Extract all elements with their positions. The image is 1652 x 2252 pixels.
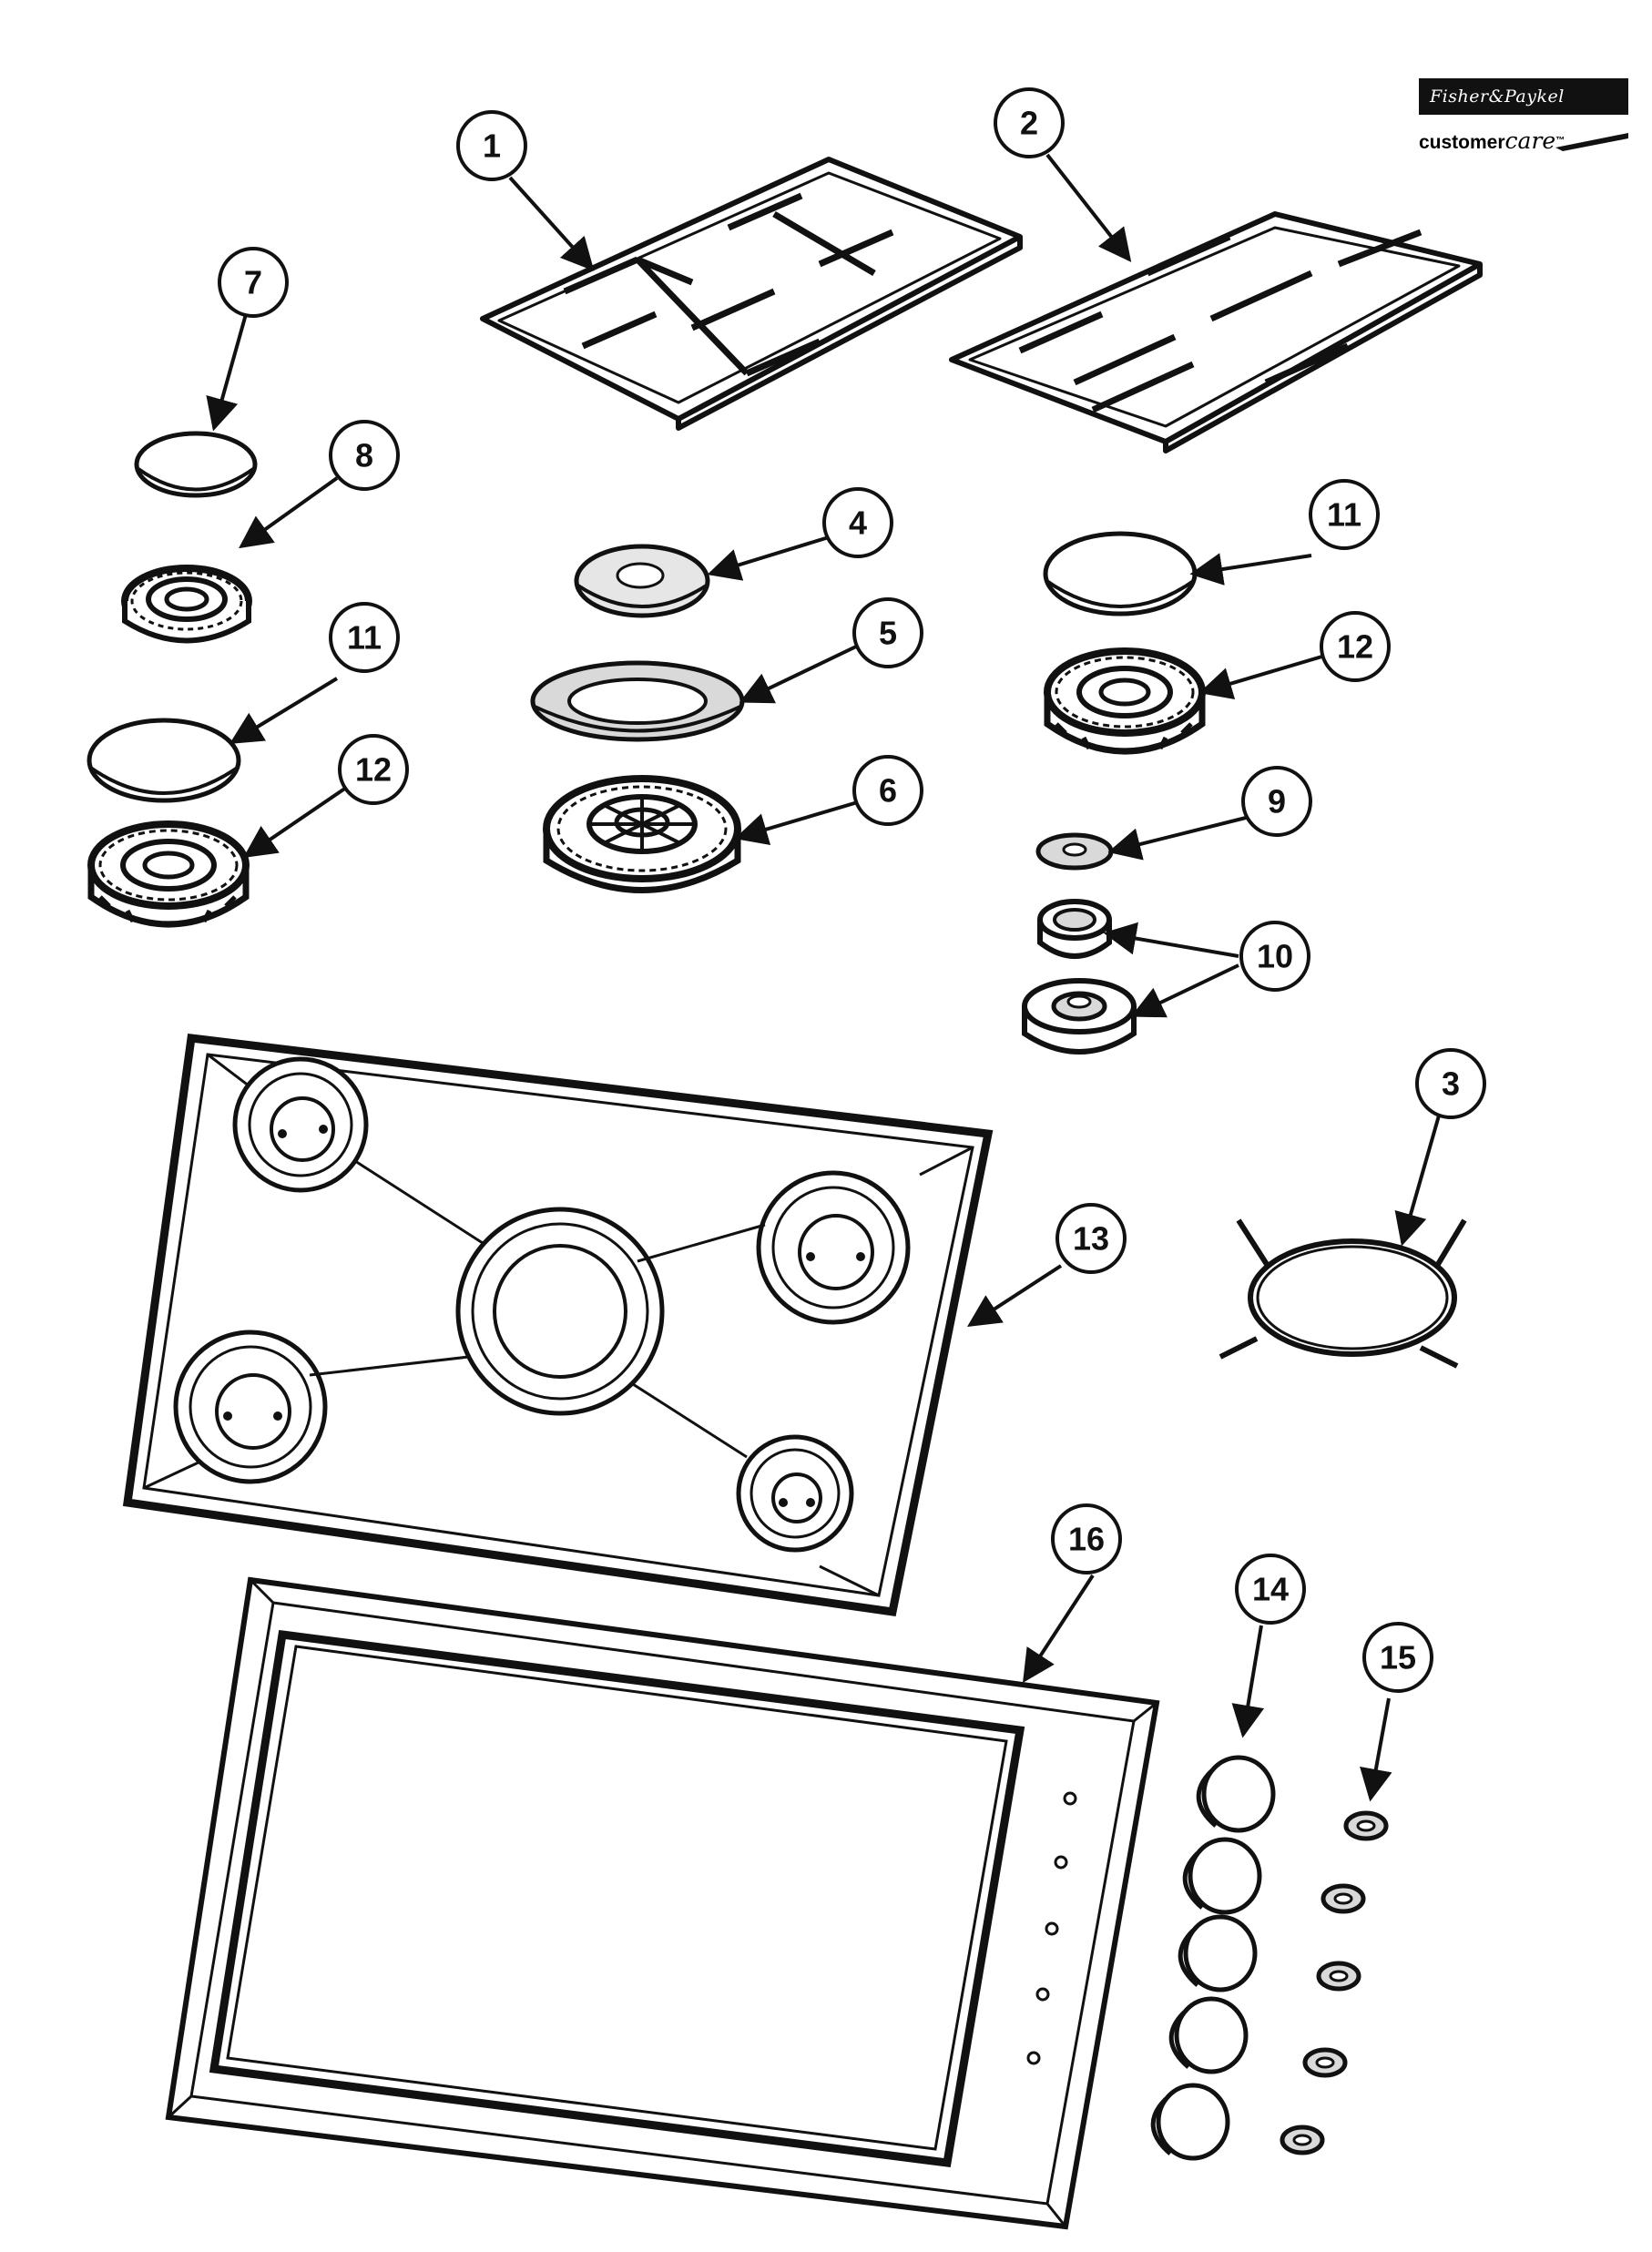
service-word: customer <box>1419 132 1505 153</box>
callout-11-right: 11 <box>1327 496 1361 534</box>
pan-support-right <box>949 211 1483 453</box>
small-burner-head <box>1037 899 1112 959</box>
burner-base-small <box>121 565 252 644</box>
callout-12-left: 12 <box>355 751 392 789</box>
callout-4: 4 <box>849 504 867 542</box>
burner-cap-medium-left <box>87 718 241 803</box>
trademark: ™ <box>1555 136 1565 146</box>
knob-bezels <box>1280 1810 1389 2155</box>
callout-11-left: 11 <box>347 619 382 657</box>
callout-7: 7 <box>244 264 262 301</box>
wok-burner-ring <box>530 660 745 742</box>
callout-14: 14 <box>1252 1571 1289 1608</box>
callout-10: 10 <box>1257 938 1293 975</box>
callout-12-right: 12 <box>1337 628 1373 666</box>
wok-ring <box>1219 1218 1467 1369</box>
callout-2: 2 <box>1020 105 1038 142</box>
burner-base-medium-left <box>87 820 250 928</box>
control-knobs <box>1150 1755 1276 2161</box>
callout-9: 9 <box>1268 783 1286 820</box>
callout-15: 15 <box>1380 1639 1416 1676</box>
burner-base-medium-right <box>1044 647 1206 755</box>
burner-cap-small <box>134 431 258 498</box>
brand-service: customercare™ <box>1419 124 1628 158</box>
callout-circles <box>218 87 1486 1693</box>
wok-burner-cap <box>574 544 710 618</box>
callout-3: 3 <box>1442 1065 1460 1103</box>
wok-burner-base <box>543 775 741 893</box>
cooktop-frame <box>165 1576 1160 2230</box>
leader-lines <box>206 153 1441 1802</box>
callout-13: 13 <box>1073 1220 1109 1258</box>
brand-logo: Fisher&Paykel customercare™ <box>1419 78 1628 162</box>
pan-support-left <box>480 157 1023 431</box>
brand-name: Fisher&Paykel <box>1419 78 1628 115</box>
callout-16: 16 <box>1068 1521 1105 1558</box>
burner-cap-medium-right <box>1043 531 1198 616</box>
callout-6: 6 <box>879 772 897 810</box>
callout-1: 1 <box>483 127 501 165</box>
small-burner-base <box>1022 978 1137 1055</box>
cooktop-tray <box>122 1034 994 1617</box>
service-script: care <box>1504 127 1556 154</box>
small-burner-cap <box>1035 832 1114 871</box>
callout-8: 8 <box>355 437 373 474</box>
callout-5: 5 <box>879 615 897 652</box>
